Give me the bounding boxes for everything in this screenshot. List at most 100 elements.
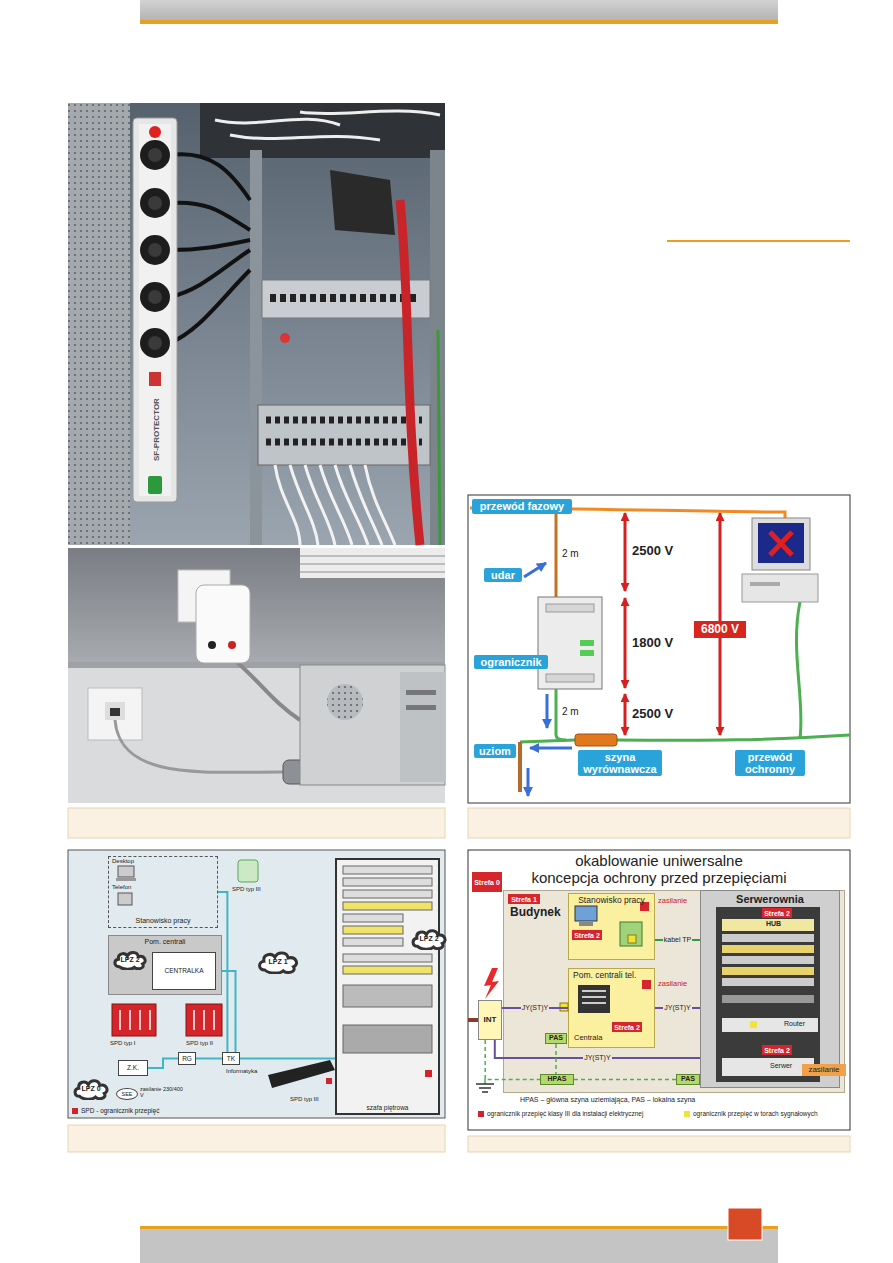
rack-photo (139, 124, 171, 496)
node-text: Stanowisko pracy (578, 896, 645, 906)
rack-photo (68, 103, 130, 545)
entry-box: INT (478, 1000, 502, 1040)
lpz-figure (68, 850, 445, 1118)
connector (495, 1040, 700, 1058)
rack-cabinet: szafa piętrowa (335, 858, 440, 1115)
node-text: LPZ 1 (268, 958, 287, 966)
rack-photo (215, 111, 440, 140)
server-rack (716, 907, 820, 1082)
page-chrome (140, 0, 850, 1263)
lpz-figure (194, 1010, 214, 1030)
bus-bar: PAS (545, 1033, 567, 1044)
rack-photo (148, 196, 162, 210)
socket-photo (223, 650, 300, 720)
node-text: LPZ 2 (120, 956, 139, 964)
cloud-outline (75, 1081, 107, 1099)
node-text: SEE (121, 1091, 132, 1097)
node-text: HPAS (548, 1075, 567, 1083)
lpz-figure (112, 1004, 156, 1036)
surge-figure (468, 495, 850, 803)
text-label: koncepcja ochrony przed przepięciami (531, 869, 786, 886)
server-rack (722, 995, 814, 1003)
server-room: SerwerowniaStrefa 2Strefa 2 (700, 890, 840, 1088)
rack-photo (148, 290, 162, 304)
workstation-icons (628, 935, 636, 943)
text-label: 2500 V (632, 707, 673, 722)
lpz-figure (238, 860, 258, 882)
device-box: Z.K. (118, 1060, 148, 1076)
node-text: Strefa 2 (614, 1024, 640, 1031)
floor-rack (343, 938, 403, 946)
callout-tag: przewód fazowy (472, 499, 572, 514)
lpz-figure (68, 850, 445, 1118)
surge-figure (758, 523, 804, 563)
node-text: udar (491, 569, 515, 581)
node-text: przewód fazowy (480, 500, 564, 512)
rack-photo (140, 328, 170, 358)
legend-swatch (478, 1111, 484, 1117)
rack-photo (68, 103, 130, 545)
callout-tag: przewód ochronny (735, 750, 805, 776)
bus-ellipse: SEE (116, 1088, 138, 1100)
floor-rack (425, 1070, 432, 1077)
text-label: zasilanie 230/400 V (140, 1086, 184, 1099)
entry-symbols (484, 1079, 486, 1084)
callout-tag: udar (484, 568, 522, 582)
rack-photo (266, 439, 422, 446)
socket-photo (196, 585, 250, 663)
rack-photo (133, 118, 177, 502)
text-label: zasilanie (658, 897, 687, 906)
legend-swatch (72, 1108, 78, 1114)
zone-cloud: LPZ 0 (72, 1078, 110, 1100)
entry-symbols (476, 1084, 494, 1092)
text-label: 2 m (562, 548, 579, 560)
floor-rack (343, 926, 403, 934)
node-text: szyna wyrównawcza (578, 751, 662, 775)
lpz-figure (268, 1060, 335, 1088)
zone-cloud: LPZ 2 (410, 928, 448, 950)
connector (218, 892, 227, 1052)
node-text: szafa piętrowa (367, 1104, 409, 1111)
surge-figure (468, 495, 850, 803)
surge-figure (575, 734, 617, 746)
node-text: Strefa 2 (764, 1047, 790, 1054)
floor-rack (343, 890, 432, 898)
zone-tag: Strefa 0 (472, 872, 502, 892)
socket-photo (228, 641, 236, 649)
workstation-icons (642, 980, 651, 989)
node-text: Pom. centrali tel. (573, 971, 636, 981)
zone-tag: Strefa 2 (612, 1022, 642, 1032)
workstation-icons (575, 906, 597, 921)
text-label: Telefon (112, 884, 131, 891)
lpz-figure (118, 866, 134, 877)
zone-box: Stanowisko pracy (108, 856, 218, 928)
page-chrome (140, 0, 778, 20)
socket-photo (300, 548, 445, 578)
surge-figure (546, 694, 549, 728)
node-text: Pom. centrali (145, 938, 186, 946)
text-label: Router (784, 1020, 805, 1028)
node-text: 6800 V (701, 623, 739, 637)
building-region: BudynekStrefa 1Stanowisko pracyStrefa 2S… (503, 890, 845, 1093)
rack-photo (148, 243, 162, 257)
connector (655, 1007, 700, 1009)
page-chrome (140, 1226, 778, 1229)
room-box: Stanowisko pracyStrefa 2 (568, 893, 655, 960)
text-label: Serwer (770, 1062, 792, 1070)
text-label: okablowanie uniwersalne (575, 852, 743, 869)
node-text: Strefa 0 (474, 879, 500, 886)
lpz-figure (326, 1078, 332, 1084)
server-rack (722, 934, 814, 942)
rack-photo (262, 280, 430, 318)
server-rack (722, 956, 814, 964)
socket-photo (115, 720, 283, 772)
surge-figure (580, 650, 594, 656)
rack-photo (68, 103, 445, 545)
cloud-outline (260, 953, 297, 973)
rack-photo (200, 103, 445, 158)
socket-photo (88, 688, 142, 740)
rack-photo (438, 330, 440, 545)
zone-cloud: LPZ 2 (112, 950, 148, 970)
surge-figure (555, 510, 558, 597)
socket-photo (68, 548, 445, 668)
